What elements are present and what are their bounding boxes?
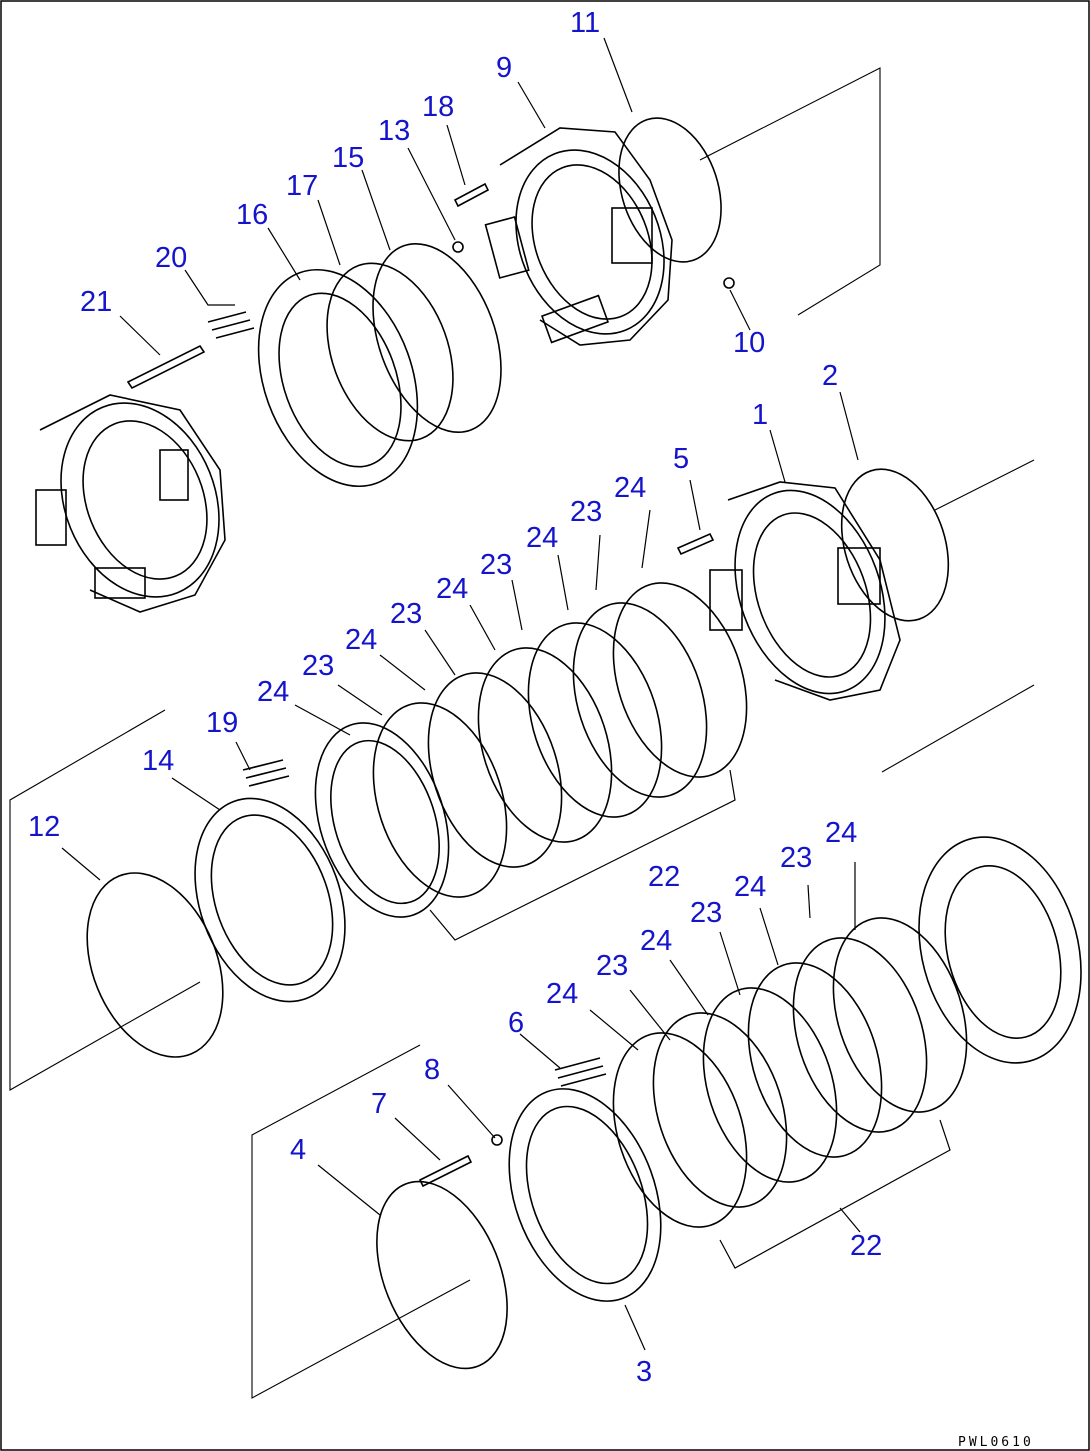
lower-clutch-pack [612,917,968,1228]
callout-4: 4 [290,1134,306,1166]
leader-lines [61,37,861,1351]
part-2-o-ring [840,468,950,622]
callout-7: 7 [371,1088,387,1120]
callout-23-c: 23 [390,598,422,630]
part-16-piston [257,268,419,488]
callout-10: 10 [733,327,765,359]
part-11-o-ring [618,117,722,263]
callout-15: 15 [332,142,364,174]
callout-24-c: 24 [436,573,468,605]
callout-24-g: 24 [734,871,766,903]
callout-24-d: 24 [345,624,377,656]
part-12-ring [86,872,224,1058]
upper-pack-bracket [429,769,736,941]
callout-16: 16 [236,199,268,231]
callout-11: 11 [570,7,600,39]
callout-12: 12 [28,811,60,843]
part-13-ball [452,241,464,253]
callout-13: 13 [378,115,410,147]
callout-24-a: 24 [614,472,646,504]
part-17-ring [326,262,454,442]
callout-9: 9 [496,52,512,84]
part-21-pin [126,344,206,390]
callout-24-b: 24 [526,522,558,554]
callout-23-b: 23 [480,549,512,581]
drawing-code: PWL0610 [958,1435,1034,1450]
callout-8: 8 [424,1054,440,1086]
part-9-housing [484,127,673,346]
left-housing [35,394,226,613]
callout-24-i: 24 [546,978,578,1010]
callout-6: 6 [508,1007,524,1039]
callout-20: 20 [155,242,187,274]
callout-22-b: 22 [850,1230,882,1262]
part-8-ball [491,1134,503,1146]
callout-3: 3 [636,1356,652,1388]
part-14-piston [194,797,346,1003]
callout-19: 19 [206,707,238,739]
callout-18: 18 [422,91,454,123]
callout-1: 1 [752,399,768,431]
callout-2: 2 [822,360,838,392]
callout-5: 5 [673,443,689,475]
part-20-springs [207,311,255,339]
lower-pack-bracket [719,1119,951,1269]
part-18-pin [453,182,490,208]
part-5-pin [676,532,715,556]
part-1-housing [709,481,901,701]
callout-23-f: 23 [690,897,722,929]
upper-clutch-pack [314,582,748,918]
callout-14: 14 [142,745,174,777]
right-end-plate [918,836,1082,1064]
part-15-ring [372,242,502,434]
part-10-ball [723,277,735,289]
callout-21: 21 [80,286,112,318]
callout-22-a: 22 [648,861,680,893]
callout-24-f: 24 [825,817,857,849]
callout-17: 17 [286,170,318,202]
callout-23-a: 23 [570,496,602,528]
part-4-ring [376,1180,508,1370]
callout-24-h: 24 [640,925,672,957]
axis-lines [9,67,1035,1399]
callout-23-e: 23 [780,842,812,874]
callout-24-e: 24 [257,676,289,708]
callout-23-d: 23 [302,650,334,682]
part-6-springs [554,1057,607,1087]
part-3-piston [508,1088,662,1302]
callout-23-g: 23 [596,950,628,982]
callouts: 11 9 18 13 15 17 16 20 21 10 2 1 5 24 23… [28,7,882,1388]
part-7-pin [418,1154,473,1188]
part-19-springs [242,759,290,787]
